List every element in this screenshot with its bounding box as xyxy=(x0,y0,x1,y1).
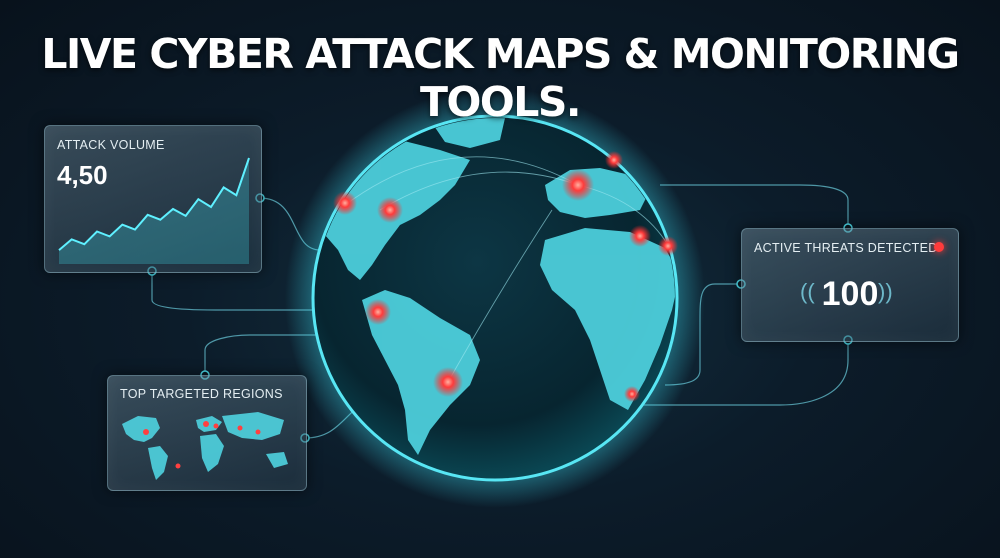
active-threats-panel: ACTIVE THREATS DETECTED (( )) 100 xyxy=(741,228,959,342)
threat-hotspot xyxy=(624,386,640,402)
attack-volume-chart xyxy=(58,157,250,264)
threat-hotspot xyxy=(333,191,357,215)
threat-hotspot xyxy=(562,169,594,201)
active-threats-label: ACTIVE THREATS DETECTED xyxy=(754,241,938,255)
region-hotspot xyxy=(255,429,261,435)
attack-volume-area xyxy=(59,158,249,264)
threat-hotspot xyxy=(365,299,391,325)
top-regions-panel: TOP TARGETED REGIONS xyxy=(107,375,307,491)
top-regions-label: TOP TARGETED REGIONS xyxy=(120,387,283,401)
attack-volume-value: 4,50 xyxy=(57,160,108,190)
threat-hotspot xyxy=(605,151,623,169)
signal-wave-left-icon: (( xyxy=(800,279,815,304)
region-hotspot xyxy=(237,425,243,431)
region-hotspot xyxy=(213,423,219,429)
signal-wave-right-icon: )) xyxy=(878,279,893,304)
threat-hotspot xyxy=(629,225,651,247)
attack-volume-line xyxy=(58,157,250,251)
region-hotspot xyxy=(203,421,209,427)
threat-hotspot xyxy=(658,236,678,256)
attack-volume-label: ATTACK VOLUME xyxy=(57,138,165,152)
threat-hotspot xyxy=(377,197,403,223)
threat-hotspot xyxy=(433,367,463,397)
page-title: LIVE CYBER ATTACK MAPS & MONITORING TOOL… xyxy=(41,30,960,126)
alert-dot-icon xyxy=(934,242,944,252)
attack-volume-panel: ATTACK VOLUME 4,50 xyxy=(44,125,262,273)
south-america-shape xyxy=(362,290,480,455)
world-map-icon xyxy=(122,412,288,480)
active-threats-value: 100 xyxy=(821,275,879,313)
region-hotspot xyxy=(175,463,181,469)
region-hotspot xyxy=(143,429,149,435)
africa-shape xyxy=(540,228,675,410)
